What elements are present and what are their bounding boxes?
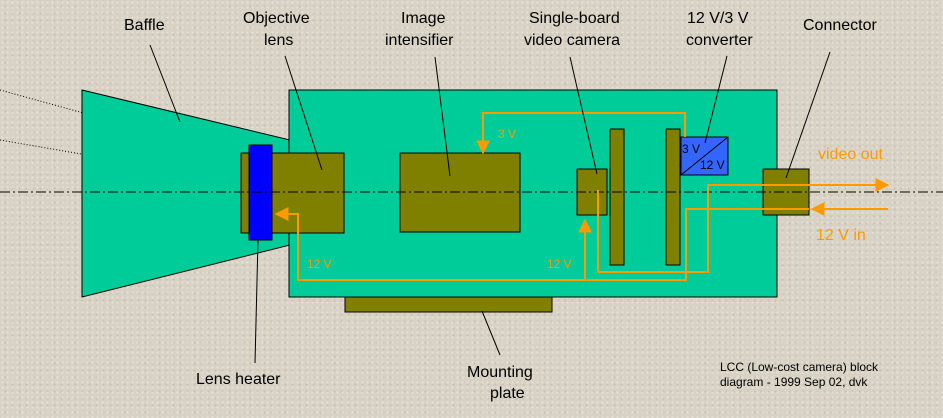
voltage-12v-right: 12 V — [547, 257, 572, 271]
converter-board — [665, 128, 681, 266]
video-camera-board — [609, 128, 625, 266]
label-connector: Connector — [803, 17, 877, 34]
label-video-camera-1: Single-board — [529, 10, 620, 27]
label-image-intensifier-1: Image — [401, 10, 446, 27]
caption-line-1: LCC (Low-cost camera) block — [720, 360, 879, 374]
label-objective-lens-2: lens — [264, 32, 293, 49]
wire-12v — [274, 207, 809, 281]
label-baffle: Baffle — [124, 17, 165, 34]
voltage-3v: 3 V — [498, 127, 516, 141]
label-converter-1: 12 V/3 V — [687, 10, 749, 27]
power-in-label: 12 V in — [816, 227, 866, 244]
voltage-12v-left: 12 V — [307, 257, 332, 271]
wiring — [274, 112, 890, 281]
converter-3v-label: 3 V — [682, 142, 700, 156]
converter-diagonal — [680, 136, 729, 176]
caption-line-2: diagram - 1999 Sep 02, dvk — [720, 375, 868, 389]
label-objective-lens-1: Objective — [243, 10, 310, 27]
label-converter-2: converter — [686, 32, 753, 49]
leader-lines — [149, 44, 831, 364]
camera-housing — [288, 89, 778, 298]
label-mounting-plate-1: Mounting — [467, 364, 533, 381]
mounting-plate — [344, 296, 553, 313]
label-video-camera-2: video camera — [524, 32, 620, 49]
wire-video — [597, 184, 808, 273]
label-image-intensifier-2: intensifier — [385, 32, 454, 49]
wire-3v — [476, 112, 686, 155]
label-lens-heater: Lens heater — [196, 371, 281, 388]
converter-12v-label: 12 V — [700, 158, 725, 172]
label-mounting-plate-2: plate — [490, 385, 525, 402]
video-out-label: video out — [818, 146, 883, 163]
